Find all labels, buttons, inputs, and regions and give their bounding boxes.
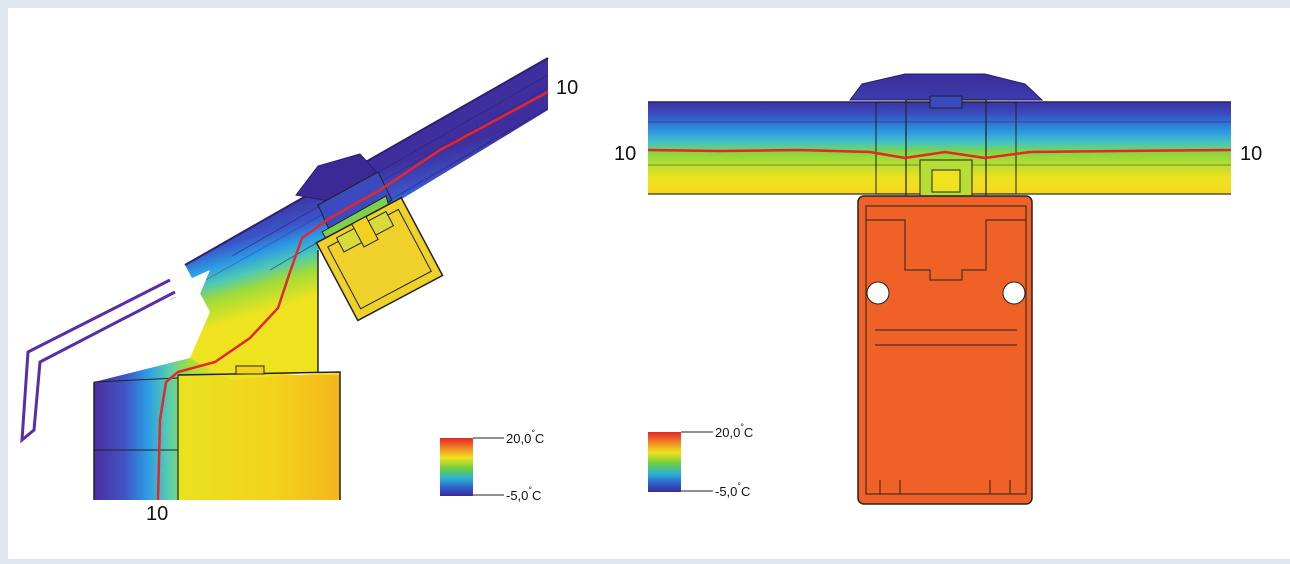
temperature-legend-right: 20,0°C -5,0°C (648, 422, 753, 499)
inner-wall-block (178, 375, 340, 500)
legend-max-value: 20,0 (506, 431, 531, 446)
legend-unit: C (741, 484, 750, 499)
svg-text:-5,0°C: -5,0°C (506, 485, 541, 503)
legend-degree: ° (531, 428, 535, 438)
legend-degree: ° (737, 481, 741, 491)
right-isotherm-label-right: 10 (1240, 143, 1262, 165)
right-isotherm-label-left: 10 (614, 143, 636, 165)
legend-unit: C (744, 425, 753, 440)
legend-color-scale (440, 438, 473, 496)
isotherm-10-line (647, 148, 1232, 160)
svg-text:-5,0°C: -5,0°C (715, 481, 750, 499)
eave-flashing (20, 278, 176, 444)
left-isotherm-label-top: 10 (556, 77, 578, 99)
svg-text:20,0°C: 20,0°C (715, 422, 753, 440)
legend-unit: C (532, 488, 541, 503)
left-roof-eave-section (20, 57, 549, 501)
rafter-profile (315, 196, 444, 322)
isotherm-10-line (156, 90, 549, 501)
legend-degree: ° (740, 422, 744, 432)
pressure-cap (849, 73, 1044, 101)
support-beam (857, 195, 1033, 505)
temperature-legend-left: 20,0°C -5,0°C (440, 428, 544, 503)
right-glazing-beam-section (647, 73, 1232, 505)
legend-max-value: 20,0 (715, 425, 740, 440)
left-isotherm-label-bottom: 10 (146, 503, 168, 525)
legend-color-scale (648, 432, 681, 492)
svg-text:20,0°C: 20,0°C (506, 428, 544, 446)
legend-degree: ° (528, 485, 532, 495)
legend-min-value: -5,0 (506, 488, 528, 503)
legend-min-value: -5,0 (715, 484, 737, 499)
legend-unit: C (535, 431, 544, 446)
